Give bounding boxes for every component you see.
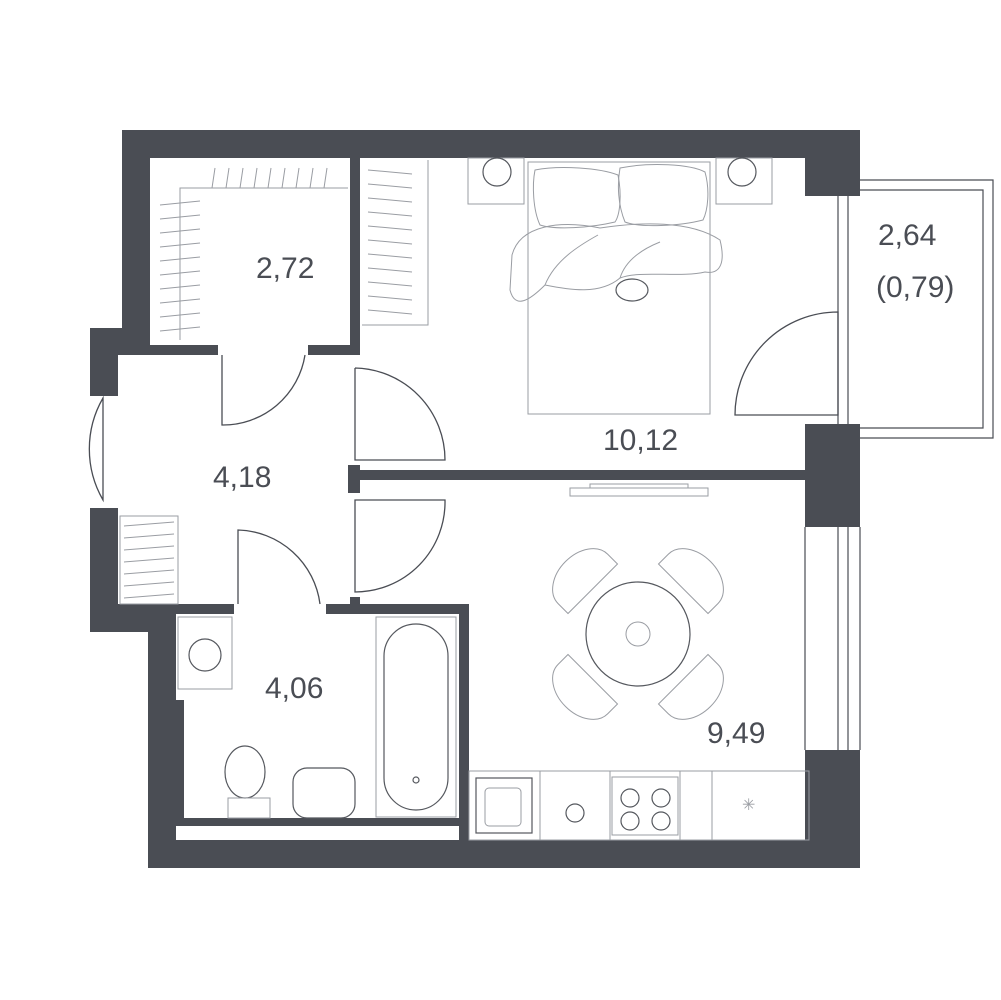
wardrobe-shelves bbox=[119, 160, 429, 605]
cat-icon bbox=[615, 278, 649, 302]
kitchen-counter: ✳ bbox=[468, 770, 810, 841]
toilet-icon bbox=[224, 745, 266, 799]
kitchen-sink-icon bbox=[475, 777, 533, 834]
area-labels: 2,72 10,12 2,64 (0,79) 4,18 4,06 9,49 bbox=[213, 219, 954, 750]
bedroom-area: 10,12 bbox=[603, 424, 678, 457]
hob-icon bbox=[611, 776, 679, 836]
lamp-left-icon bbox=[482, 157, 512, 187]
washing-machine-icon bbox=[177, 616, 233, 690]
kitchen-window bbox=[804, 527, 861, 750]
bathroom-sink-icon bbox=[292, 767, 356, 819]
wardrobe-area: 2,72 bbox=[256, 252, 314, 285]
kitchen-door bbox=[354, 499, 446, 593]
faucet-icon bbox=[565, 803, 585, 823]
wardrobe-door bbox=[221, 354, 306, 426]
bedroom-door bbox=[354, 367, 446, 461]
balcony-area: 2,64 bbox=[878, 219, 936, 252]
lamp-right-icon bbox=[727, 157, 757, 187]
bathtub-icon bbox=[375, 616, 457, 818]
bathroom-fixtures bbox=[177, 616, 457, 819]
balcony-sub-area: (0,79) bbox=[876, 271, 954, 304]
balcony bbox=[734, 179, 994, 439]
bed bbox=[467, 157, 773, 497]
fridge-icon: ✳ bbox=[742, 795, 755, 814]
bathroom-area: 4,06 bbox=[265, 672, 323, 705]
walls bbox=[90, 130, 860, 868]
hallway-area: 4,18 bbox=[213, 461, 271, 494]
doors bbox=[88, 354, 446, 605]
bathroom-door bbox=[237, 529, 321, 605]
tv bbox=[569, 487, 709, 497]
entrance-door bbox=[88, 395, 104, 503]
dining-table bbox=[552, 548, 724, 720]
kitchen-area: 9,49 bbox=[707, 717, 765, 750]
balcony-door bbox=[734, 311, 839, 416]
